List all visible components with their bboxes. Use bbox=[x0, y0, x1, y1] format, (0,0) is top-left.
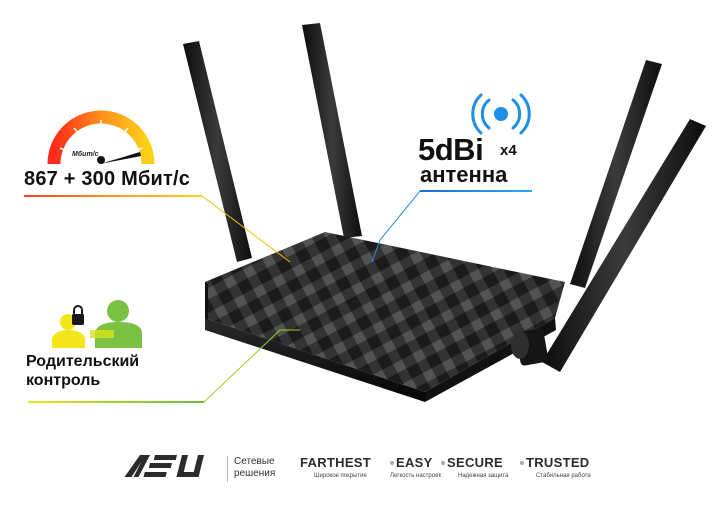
parental-line-1: Родительский bbox=[26, 353, 140, 370]
parental-control-label: Родительский контроль bbox=[26, 352, 139, 390]
gauge-unit-label: Мбит/с bbox=[72, 151, 99, 158]
parental-line-2: контроль bbox=[26, 372, 101, 389]
footer-subtitle: Сетевые решения bbox=[234, 456, 275, 480]
router-top bbox=[205, 232, 565, 392]
tag-secure: SECURE bbox=[447, 455, 503, 470]
speed-underline bbox=[24, 195, 202, 197]
wifi-signal-icon bbox=[471, 93, 531, 135]
speed-gauge-icon bbox=[47, 110, 155, 165]
footer-sub-line-2: решения bbox=[234, 468, 276, 479]
tag-trusted: TRUSTED bbox=[526, 455, 590, 470]
caption-secure: Надежная защита bbox=[458, 473, 509, 479]
parental-control-icon bbox=[52, 300, 142, 348]
tag-dot bbox=[441, 461, 445, 465]
tag-dot bbox=[390, 461, 394, 465]
parental-underline bbox=[28, 401, 204, 403]
antenna-back-center bbox=[302, 23, 362, 238]
antenna-underline bbox=[420, 190, 532, 192]
antenna-word-label: антенна bbox=[420, 162, 508, 187]
tag-easy: EASY bbox=[396, 455, 433, 470]
antenna-count-label: x4 bbox=[500, 142, 517, 159]
caption-farthest: Широкое покрытие bbox=[314, 473, 367, 479]
antenna-right-front bbox=[542, 119, 706, 372]
asus-logo bbox=[124, 455, 204, 477]
footer-sub-line-1: Сетевые bbox=[234, 456, 275, 467]
caption-trusted: Стабильная работа bbox=[536, 473, 591, 479]
antenna-gain-label: 5dBi bbox=[418, 132, 484, 167]
speed-label: 867 + 300 Мбит/с bbox=[24, 168, 191, 190]
footer-divider bbox=[227, 456, 228, 482]
antenna-right-top bbox=[570, 60, 662, 288]
antenna-back-left bbox=[183, 41, 252, 262]
tag-farthest: FARTHEST bbox=[300, 455, 372, 470]
tag-dot bbox=[520, 461, 524, 465]
caption-easy: Легкость настроек bbox=[390, 473, 442, 479]
